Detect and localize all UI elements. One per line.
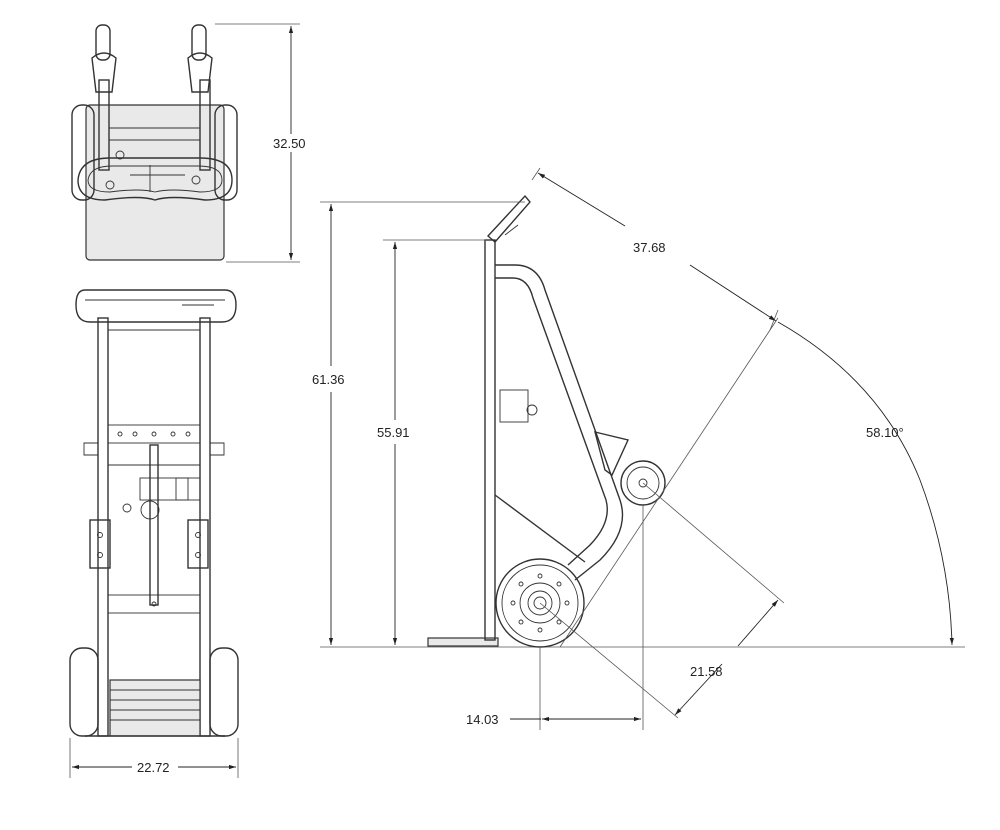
dim-top-depth-label: 32.50 bbox=[273, 136, 306, 151]
dim-top-depth: 32.50 bbox=[215, 23, 306, 263]
top-view-body bbox=[85, 104, 225, 261]
dim-tilt-angle-label: 58.10° bbox=[866, 425, 904, 440]
dim-nose-height: 55.91 bbox=[377, 239, 486, 645]
top-left-grip bbox=[91, 52, 117, 93]
top-view bbox=[71, 24, 238, 261]
dim-front-width-label: 22.72 bbox=[137, 760, 170, 775]
front-left-bracket bbox=[89, 519, 111, 569]
side-handle bbox=[486, 194, 531, 243]
top-left-wheel bbox=[71, 104, 95, 201]
top-left-knob bbox=[95, 24, 111, 61]
dim-handle-reach: 37.68 bbox=[531, 167, 779, 331]
dim-front-width: 22.72 bbox=[69, 738, 239, 778]
side-frame bbox=[495, 264, 624, 581]
dim-overall-height-label: 61.36 bbox=[312, 372, 345, 387]
front-center-post bbox=[149, 444, 159, 606]
dim-tilt-angle: 58.10° bbox=[559, 317, 954, 648]
front-left-rail bbox=[97, 317, 109, 737]
front-plate bbox=[107, 424, 201, 444]
top-bail-loop bbox=[77, 157, 233, 201]
front-right-bracket bbox=[187, 519, 209, 569]
dim-caster-distance-label: 21.58 bbox=[690, 664, 723, 679]
side-main-wheel bbox=[495, 558, 585, 648]
dim-overall-height: 61.36 bbox=[312, 201, 525, 645]
top-right-knob bbox=[191, 24, 207, 61]
top-right-wheel bbox=[214, 104, 238, 201]
front-base-plate bbox=[109, 679, 201, 737]
side-toe-plate bbox=[427, 637, 499, 647]
side-clamp bbox=[499, 389, 529, 423]
top-left-post bbox=[98, 79, 110, 171]
dim-wheel-offset-label: 14.03 bbox=[466, 712, 499, 727]
front-view bbox=[69, 289, 239, 737]
side-caster-arm bbox=[594, 431, 629, 477]
front-right-wheel bbox=[209, 647, 239, 737]
front-clamp bbox=[139, 477, 201, 501]
dim-handle-reach-label: 37.68 bbox=[633, 240, 666, 255]
side-upright bbox=[484, 239, 496, 641]
front-left-wheel bbox=[69, 647, 99, 737]
front-handle-loop bbox=[75, 289, 237, 323]
top-right-post bbox=[199, 79, 211, 171]
dim-wheel-offset: 14.03 bbox=[466, 505, 644, 730]
side-view bbox=[320, 194, 965, 648]
dim-caster-distance: 21.58 bbox=[539, 482, 785, 719]
dim-nose-height-label: 55.91 bbox=[377, 425, 410, 440]
